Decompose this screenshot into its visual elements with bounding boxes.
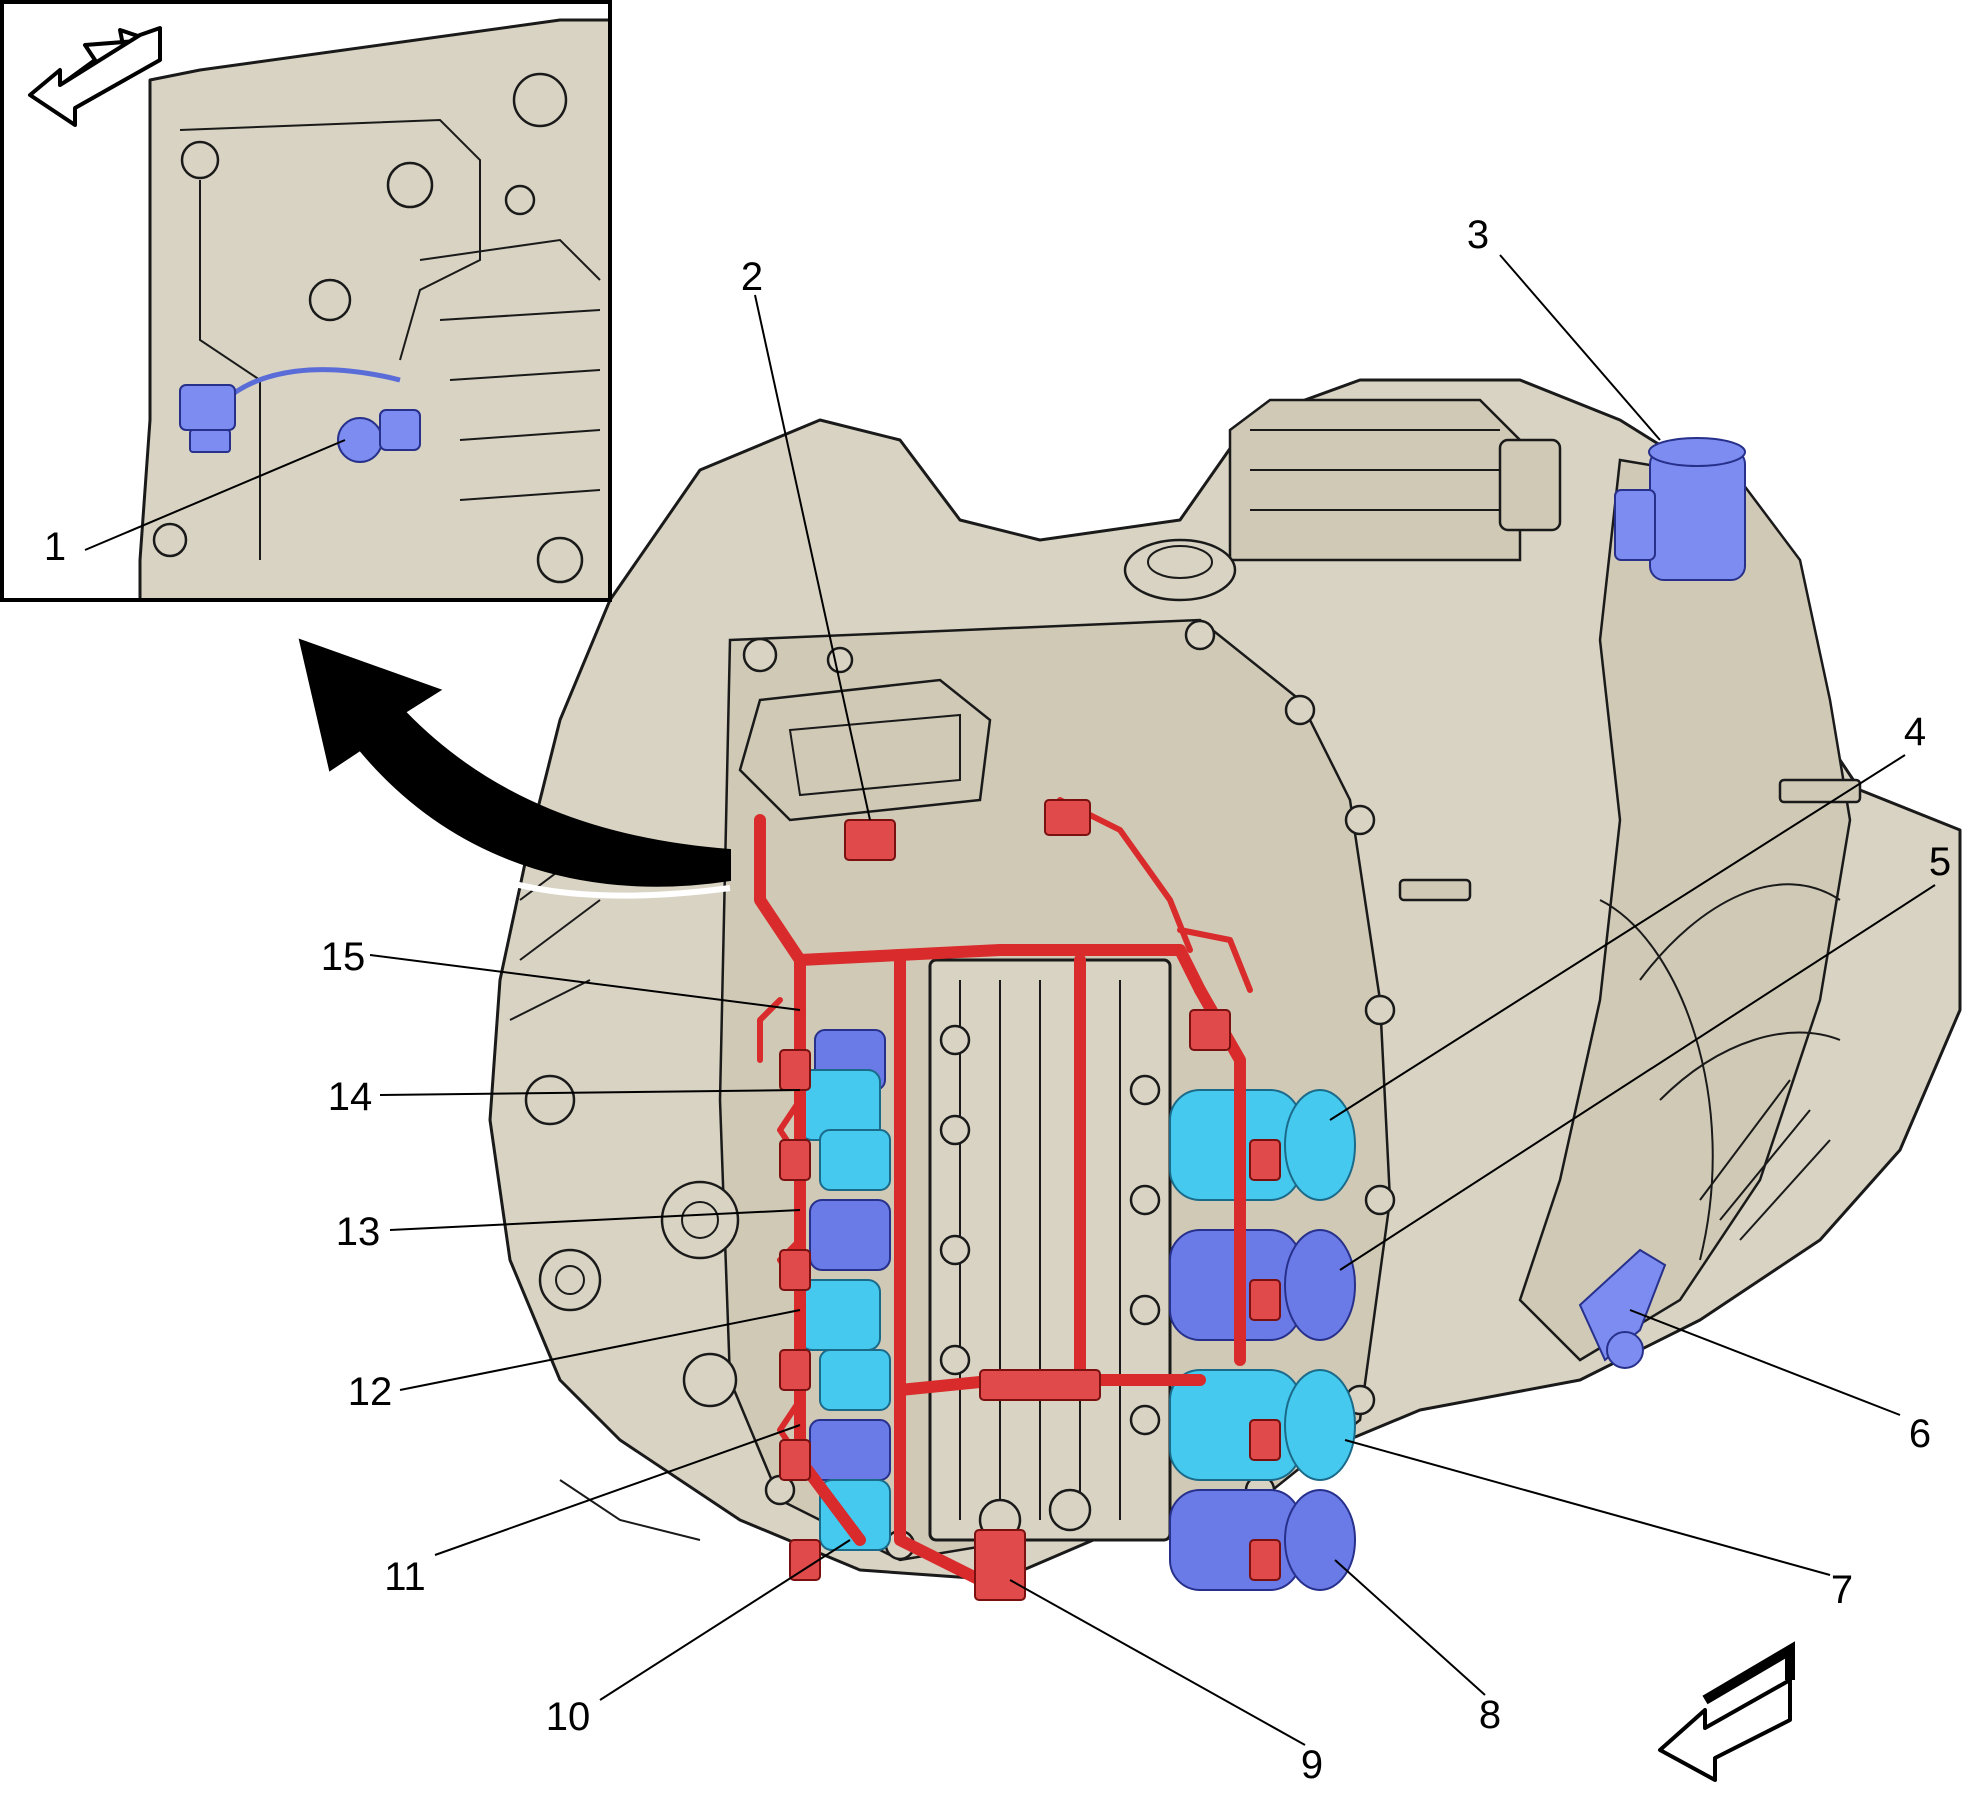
callout-5: 5: [1929, 840, 1951, 884]
callout-14: 14: [328, 1075, 373, 1119]
callout-11: 11: [384, 1555, 426, 1599]
callout-15: 15: [321, 935, 366, 979]
callout-3: 3: [1467, 213, 1489, 257]
top-solenoid-item-3: [1614, 437, 1746, 581]
callout-2: 2: [741, 255, 763, 299]
callout-8: 8: [1479, 1693, 1501, 1737]
left-solenoid-column: [799, 1029, 891, 1551]
leader-lines: [84, 254, 1936, 1746]
callout-1: 1: [44, 525, 66, 569]
callout-9: 9: [1301, 1743, 1323, 1787]
tcm-connector-block: [738, 678, 992, 822]
speed-sensor-item-6: [1578, 1248, 1667, 1369]
callout-10: 10: [546, 1695, 591, 1739]
callout-13: 13: [336, 1210, 381, 1254]
callout-4: 4: [1904, 710, 1926, 754]
callout-7: 7: [1831, 1568, 1853, 1612]
wiring-harness: [754, 797, 1281, 1601]
callout-12: 12: [348, 1370, 393, 1414]
forward-arrow-icon: [1658, 1641, 1795, 1782]
callout-labels: 1 2 3 4 5 6 7 8 9 10 11 12 13 14 15: [44, 213, 1951, 1787]
forward-arrow-icon: [28, 26, 162, 127]
callout-6: 6: [1909, 1412, 1931, 1456]
curved-arrow-icon: [298, 638, 731, 899]
valve-body: [928, 958, 1172, 1542]
detail-inset: [0, 0, 612, 602]
